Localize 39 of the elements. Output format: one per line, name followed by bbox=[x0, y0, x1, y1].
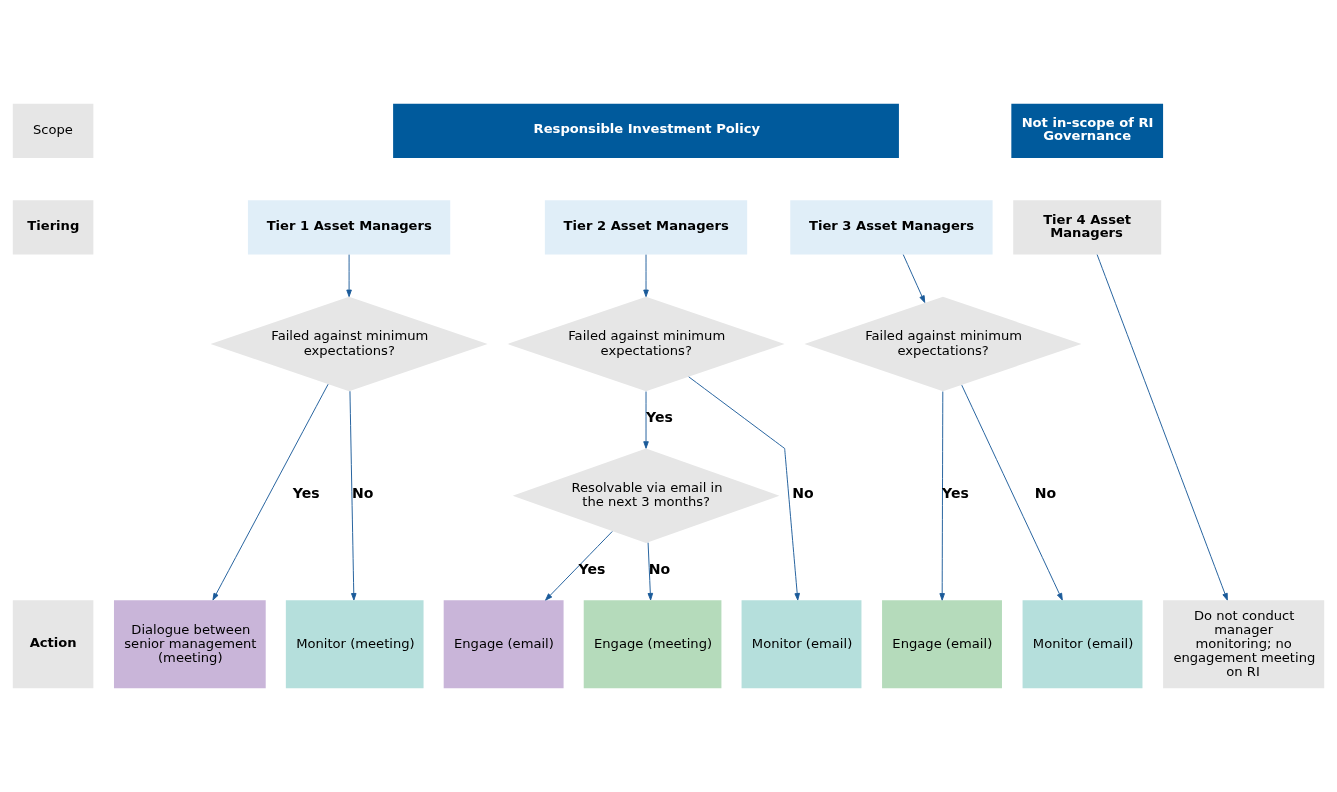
arrow bbox=[643, 254, 649, 298]
edge-label: No bbox=[1034, 485, 1057, 502]
node-box: Tier 4 Asset Managers bbox=[1013, 200, 1162, 255]
node-box: Not in-scope of RI Governance bbox=[1011, 103, 1164, 159]
edge-label: Yes bbox=[292, 485, 320, 502]
node-box: Monitor (email) bbox=[741, 600, 862, 689]
arrow bbox=[643, 391, 649, 449]
arrow bbox=[939, 391, 945, 601]
arrow bbox=[647, 542, 654, 601]
node-diamond: Failed against minimum expectations? bbox=[210, 296, 488, 392]
arrow bbox=[545, 530, 613, 601]
edge-label: No bbox=[351, 485, 374, 502]
arrow bbox=[349, 390, 357, 601]
arrow bbox=[961, 384, 1063, 601]
node-box: Tier 2 Asset Managers bbox=[544, 200, 748, 255]
node-box: Scope bbox=[12, 103, 94, 159]
node-box: Engage (meeting) bbox=[583, 600, 722, 689]
edge-label: No bbox=[648, 560, 671, 577]
node-box: Engage (email) bbox=[443, 600, 564, 689]
node-diamond: Failed against minimum expectations? bbox=[507, 296, 785, 392]
node-diamond: Resolvable via email in the next 3 months? bbox=[512, 448, 780, 544]
node-box: Dialogue between senior management (meeting) bbox=[113, 600, 266, 689]
arrow bbox=[346, 254, 352, 298]
node-box: Tier 1 Asset Managers bbox=[247, 200, 451, 255]
edge-label: Yes bbox=[578, 560, 606, 577]
node-box: Tier 3 Asset Managers bbox=[790, 200, 993, 255]
node-box: Responsible Investment Policy bbox=[393, 103, 899, 159]
arrow bbox=[688, 376, 800, 601]
node-box: Tiering bbox=[12, 200, 94, 255]
arrow bbox=[1096, 254, 1228, 601]
node-box: Monitor (email) bbox=[1022, 600, 1143, 689]
arrow bbox=[212, 383, 329, 601]
node-box: Monitor (meeting) bbox=[285, 600, 424, 689]
node-box: Do not conduct manager monitoring; no engagement meeting on RI bbox=[1163, 600, 1325, 689]
edge-label: Yes bbox=[646, 409, 673, 426]
node-box: Action bbox=[12, 600, 94, 689]
edge-label: No bbox=[792, 485, 814, 502]
node-box: Engage (email) bbox=[882, 600, 1002, 689]
arrow bbox=[902, 254, 926, 303]
